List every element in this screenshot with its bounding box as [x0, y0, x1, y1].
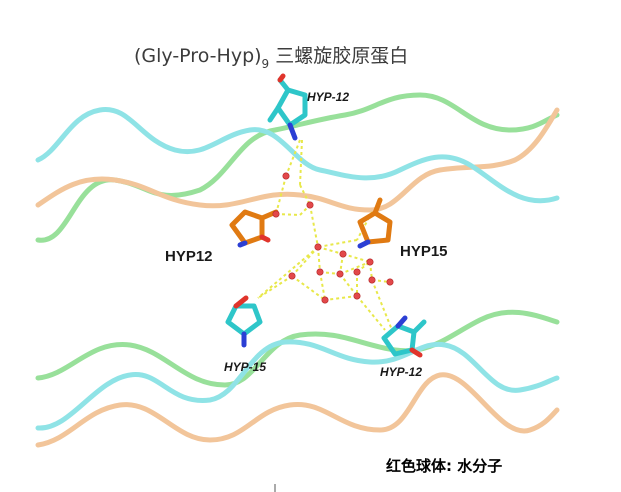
label-hyp15-right: HYP15: [400, 243, 448, 260]
label-hyp15-bottom: HYP-15: [224, 360, 266, 374]
residue-hyp12-left: [229, 209, 279, 248]
lower-helix: [35, 309, 560, 448]
residue-hyp12-bottom: [381, 315, 427, 358]
label-hyp12-top: HYP-12: [307, 90, 349, 104]
figure-title: (Gly-Pro-Hyp)9 三螺旋胶原蛋白: [134, 45, 408, 71]
lower-strand-tan: [35, 372, 560, 448]
upper-strand-cyan: [35, 107, 560, 204]
upper-strand-tan: [35, 107, 560, 213]
lower-strand-green: [35, 309, 560, 388]
residue-hyp12-top: [267, 73, 308, 141]
label-hyp12-left: HYP12: [165, 248, 213, 265]
lower-strand-cyan: [35, 339, 560, 431]
residue-hyp15-bottom: [225, 295, 263, 348]
upper-helix: [35, 92, 560, 243]
label-hyp12-bottom: HYP-12: [380, 365, 422, 379]
residue-hyp15-right: [357, 197, 393, 249]
legend-water: 红色球体: 水分子: [386, 457, 502, 475]
hydrogen-bonds: [257, 139, 393, 331]
water-molecules: [272, 172, 394, 304]
